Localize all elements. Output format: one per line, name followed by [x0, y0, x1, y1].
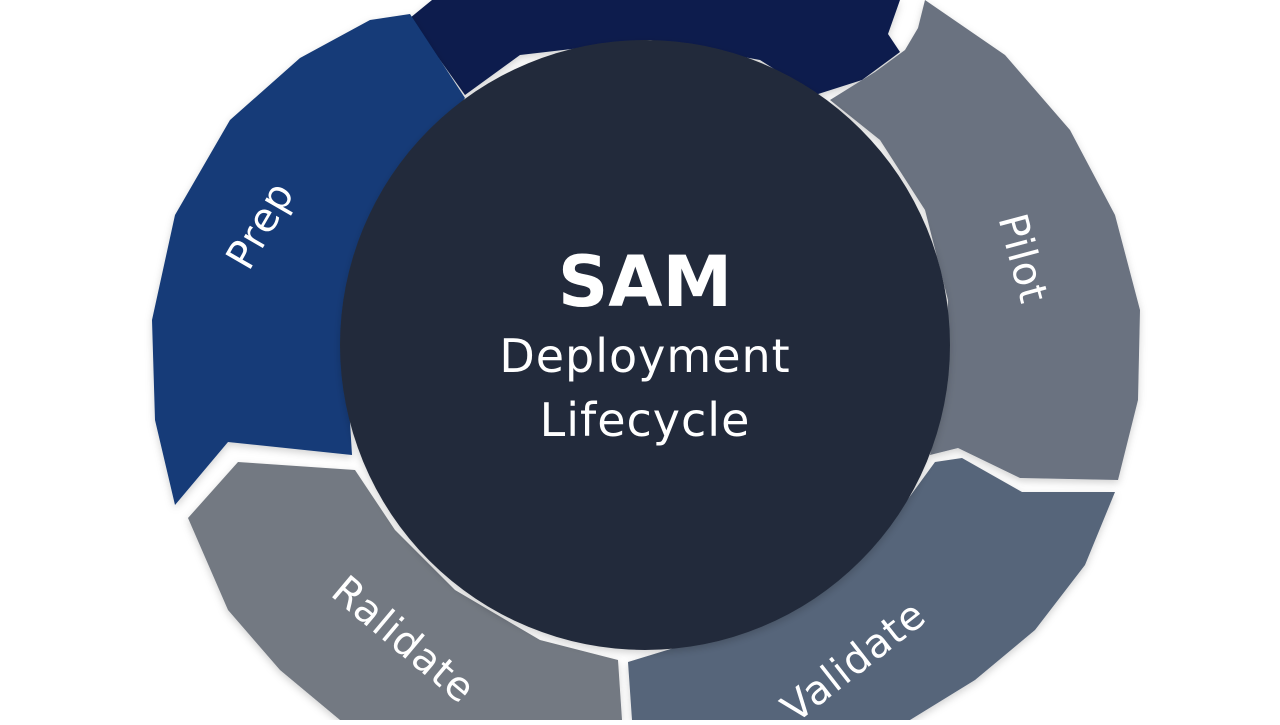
center-title: SAM [558, 241, 732, 323]
segment-ralidate [188, 462, 622, 720]
segment-pilot [830, 0, 1140, 480]
center-hub [340, 40, 950, 650]
center-subtitle-line1: Deployment [499, 329, 790, 383]
segment-prep [152, 14, 465, 505]
segment-validate [628, 458, 1115, 720]
center-subtitle-line2: Lifecycle [540, 393, 751, 447]
segment-top [410, 0, 900, 95]
